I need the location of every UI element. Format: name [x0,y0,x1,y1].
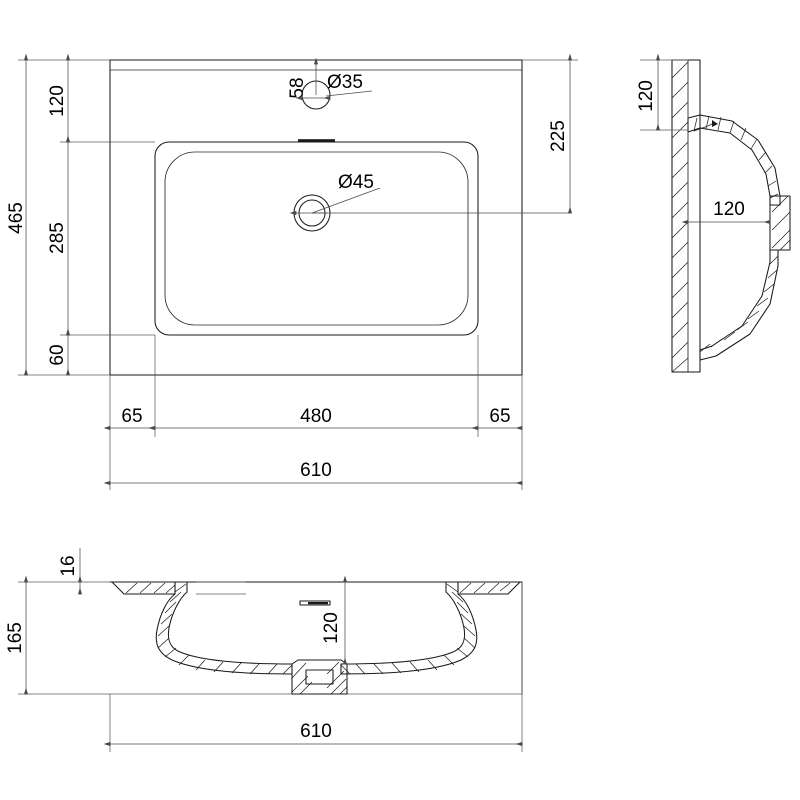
dim-label-60: 60 [47,344,68,365]
leader-dia35 [325,90,373,97]
leader-dia45 [311,187,381,214]
dim-label-side-120-vert: 120 [636,80,657,112]
front-bowl-wall-band-right [340,581,478,675]
dim-label-65-right: 65 [489,406,510,427]
top-view-outer-outline [109,59,523,376]
dim-label-dia45: Ø45 [338,172,374,193]
dim-label-front-120: 120 [321,612,342,644]
front-section-view-group: 16 165 120 610 [5,548,523,752]
dim-label-465: 465 [6,202,27,234]
dim-label-610-front: 610 [300,721,332,742]
top-view-group: 465 120 285 60 65 480 65 610 58 Ø35 [6,53,570,490]
basin-outer-rounded-rect [154,141,479,336]
side-flange-hatching [671,61,689,373]
overflow-slot [298,139,335,143]
side-lower-wall-hatching [699,255,779,353]
basin-inner-rounded-rect [164,151,469,326]
dim-label-165: 165 [5,622,26,654]
dim-label-610-top-view: 610 [300,460,332,481]
side-section-view-group: 225 [522,53,791,373]
front-overflow-slot [299,600,331,606]
dim-label-285: 285 [47,222,68,254]
dim-label-side-120-horiz: 120 [713,199,745,220]
dim-label-dia35: Ø35 [327,72,363,93]
front-overflow-slot-fill [308,602,328,605]
side-upper-bowl-wall [687,114,781,206]
side-back-flange [671,59,701,373]
side-outlet-boss [769,195,791,251]
side-overflow-arrow [712,120,718,127]
dim-label-16: 16 [58,555,79,576]
dim-label-120-top: 120 [47,85,68,117]
front-left-rim-flange [111,581,176,595]
front-left-rim-hatching [125,582,176,594]
dim-label-225: 225 [548,120,569,152]
front-bowl-right-hatching [340,583,476,675]
dim-label-58: 58 [287,77,308,98]
front-bowl-left-hatching [157,583,293,675]
side-lower-bowl-wall [699,249,779,361]
dim-label-65-left: 65 [121,406,142,427]
side-boss-hatching [771,195,791,251]
side-upper-wall-hatching [693,115,779,199]
front-drain-boss-hatching [291,661,348,695]
front-right-rim-hatching [459,582,511,594]
dim-label-480: 480 [300,406,332,427]
front-drain-boss [291,659,348,695]
